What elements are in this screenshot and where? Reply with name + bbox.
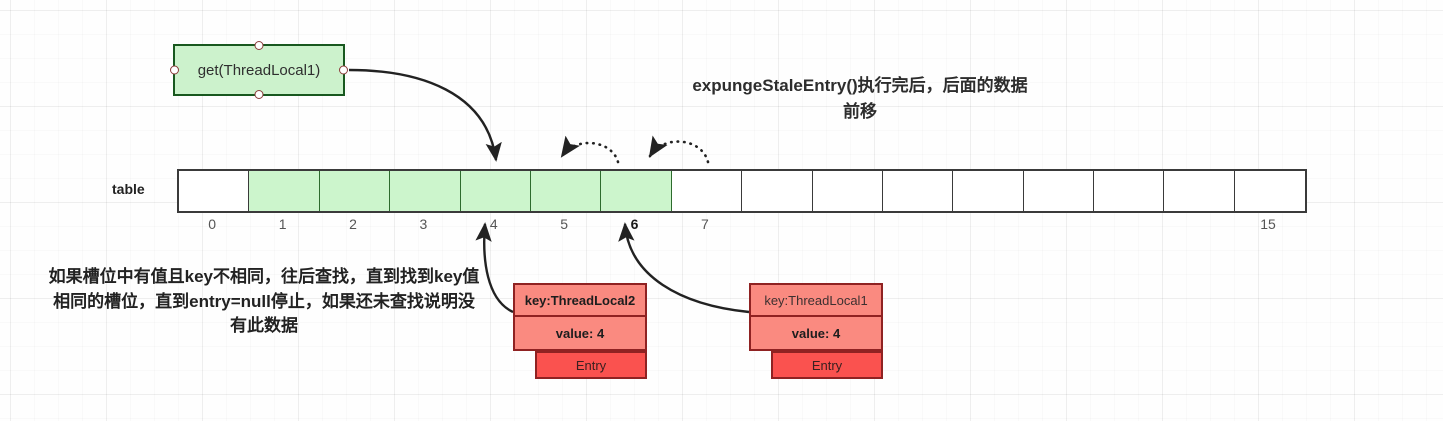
- connector-get-to-slot4: [348, 68, 502, 162]
- table-index-7: 7: [701, 216, 709, 232]
- table-index-6: 6: [630, 216, 639, 232]
- table-index-14: [1162, 216, 1232, 236]
- port-left-icon[interactable]: [170, 65, 179, 75]
- entry-key-label: key:ThreadLocal1: [749, 283, 883, 317]
- table-cell-12[interactable]: [1023, 171, 1095, 211]
- connector-shift-arc-b: [648, 135, 710, 164]
- get-node-label: get(ThreadLocal1): [197, 61, 321, 79]
- table-row: [177, 169, 1308, 213]
- table-cell-8[interactable]: [742, 171, 813, 211]
- table-cell-13[interactable]: [1094, 171, 1165, 211]
- table-cell-5[interactable]: [530, 171, 602, 211]
- table-index-5: 5: [560, 216, 569, 232]
- table-index-12: [1022, 216, 1092, 236]
- table-cell-15[interactable]: [1234, 171, 1306, 211]
- port-right-icon[interactable]: [339, 65, 348, 75]
- table-index-13: [1092, 216, 1162, 236]
- table-index-2: 2: [349, 216, 357, 232]
- table-cell-4[interactable]: [460, 171, 531, 211]
- entry-foot-label: Entry: [535, 351, 647, 379]
- table-index-0: 0: [208, 216, 217, 232]
- connector-entry2-to-slot4: [475, 222, 514, 314]
- table-index-11: [951, 216, 1021, 236]
- get-threadlocal-node[interactable]: get(ThreadLocal1): [170, 41, 348, 99]
- explanation-note: 如果槽位中有值且key不相同，往后查找，直到找到key值相同的槽位，直到entr…: [48, 267, 480, 336]
- table-cell-1[interactable]: [249, 171, 320, 211]
- table-index-10: [881, 216, 951, 236]
- entry-key-label: key:ThreadLocal2: [513, 283, 647, 317]
- table-cell-2[interactable]: [319, 171, 391, 211]
- table-cell-7[interactable]: [671, 171, 743, 211]
- table-cell-6[interactable]: [601, 171, 672, 211]
- table-label: table: [112, 181, 145, 197]
- table-cell-9[interactable]: [812, 171, 883, 211]
- entry-value-label: value: 4: [513, 317, 647, 351]
- entry-box-threadlocal1[interactable]: key:ThreadLocal1 value: 4 Entry: [749, 283, 883, 379]
- connector-shift-arc-a: [560, 135, 620, 164]
- table-cell-11[interactable]: [953, 171, 1024, 211]
- table-index-9: [811, 216, 881, 236]
- port-bottom-icon[interactable]: [254, 90, 264, 99]
- table-index-4: 4: [489, 216, 498, 232]
- table-index-3: 3: [419, 216, 428, 232]
- entry-value-label: value: 4: [749, 317, 883, 351]
- entry-box-threadlocal2[interactable]: key:ThreadLocal2 value: 4 Entry: [513, 283, 647, 379]
- table-index-8: [740, 216, 810, 236]
- table-index-row: 0 1 2 3 4 5 6 7 15: [177, 216, 1303, 236]
- table-index-1: 1: [278, 216, 287, 232]
- table-cell-10[interactable]: [882, 171, 954, 211]
- table-cell-14[interactable]: [1164, 171, 1235, 211]
- port-top-icon[interactable]: [254, 41, 264, 50]
- headline-text: expungeStaleEntry()执行完后，后面的数据前移: [692, 76, 1028, 121]
- table-cell-3[interactable]: [390, 171, 461, 211]
- table-index-15: 15: [1260, 216, 1276, 232]
- table-cell-0[interactable]: [179, 171, 250, 211]
- entry-foot-label: Entry: [771, 351, 883, 379]
